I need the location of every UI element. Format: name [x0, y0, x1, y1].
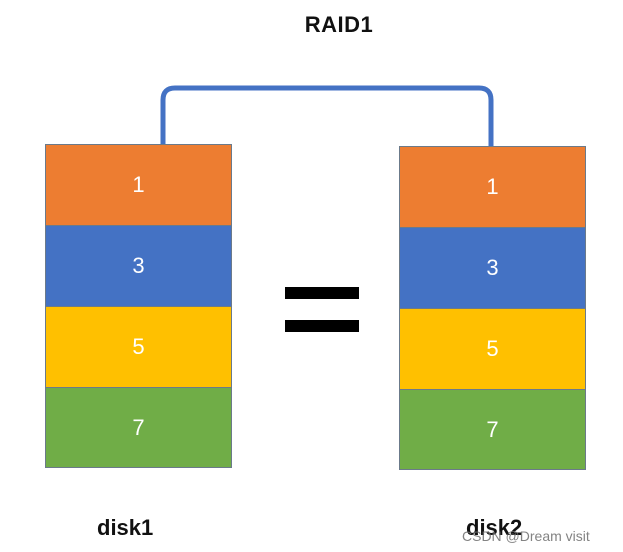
disk1-block-5-label: 5 — [132, 334, 145, 359]
disk1-block-3-label: 3 — [132, 253, 145, 278]
disk1-block-7: 7 — [46, 387, 231, 468]
disk2-label: disk2 — [466, 515, 523, 540]
disk2-block-5-label: 5 — [486, 336, 499, 361]
disk2-stack: 1 3 5 7 — [399, 146, 586, 470]
disk2-block-5: 5 — [400, 308, 585, 389]
disk1-block-7-label: 7 — [132, 414, 145, 440]
disk1-block-1: 1 — [46, 144, 231, 225]
equals-bar-bottom — [285, 320, 359, 332]
disk2-block-7-label: 7 — [486, 416, 499, 442]
disk1-label: disk1 — [97, 515, 154, 540]
mirror-connector-line — [160, 85, 494, 146]
disk2-block-3: 3 — [400, 227, 585, 308]
disk2-block-3-label: 3 — [486, 255, 499, 280]
disk1-block-1-label: 1 — [132, 172, 145, 197]
diagram-title: RAID1 — [304, 12, 374, 37]
disk1-stack: 1 3 5 7 — [45, 144, 232, 468]
watermark: CSDN @Dream visit — [462, 528, 590, 544]
disk2-block-1: 1 — [400, 146, 585, 227]
equals-bar-top — [285, 287, 359, 299]
equals-sign — [285, 287, 359, 353]
disk2-block-1-label: 1 — [486, 174, 499, 199]
disk1-block-5: 5 — [46, 306, 231, 387]
disk1-block-3: 3 — [46, 225, 231, 306]
disk2-block-7: 7 — [400, 389, 585, 470]
